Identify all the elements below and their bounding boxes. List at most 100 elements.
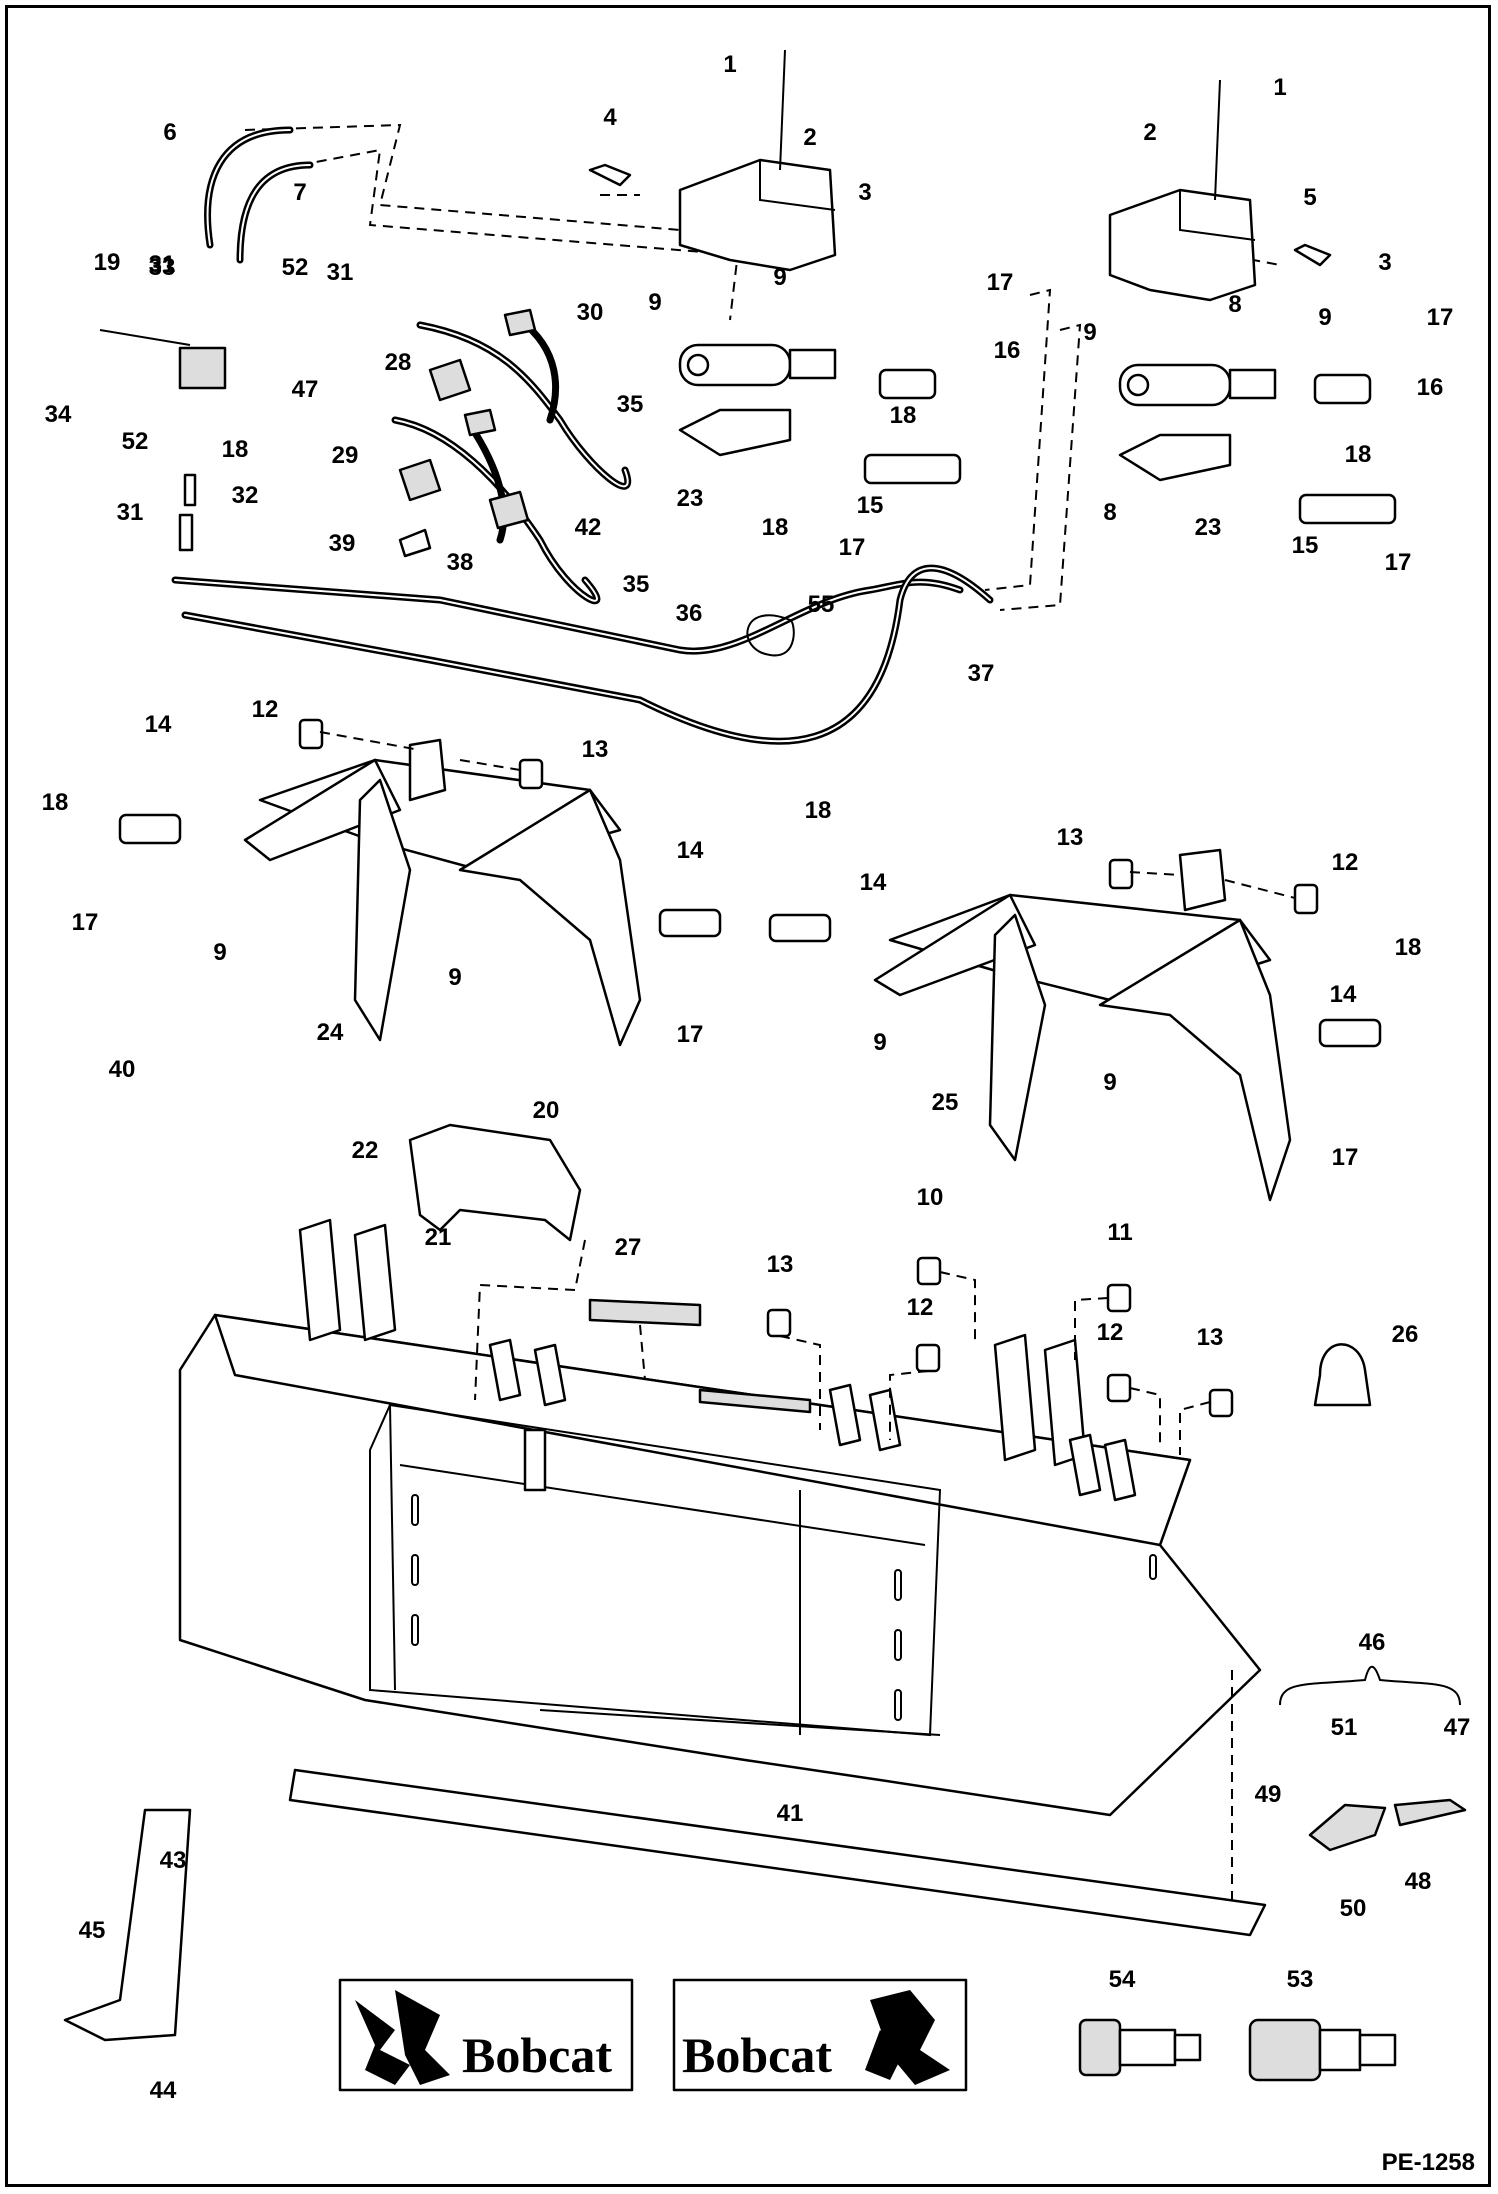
callout-18: 18 <box>222 436 249 463</box>
callout-44: 44 <box>150 2077 177 2104</box>
callout-1: 1 <box>723 51 736 78</box>
callout-4: 4 <box>603 104 617 131</box>
callout-8: 8 <box>1228 291 1241 318</box>
callout-35: 35 <box>617 391 644 418</box>
figure-code: PE-1258 <box>1382 2149 1475 2176</box>
callout-53: 53 <box>1287 1966 1314 1993</box>
callout-52: 52 <box>282 254 309 281</box>
callout-7: 7 <box>293 179 306 206</box>
callout-48: 48 <box>1405 1868 1432 1895</box>
callout-38: 38 <box>447 549 474 576</box>
callout-13: 13 <box>767 1251 794 1278</box>
callout-2: 2 <box>1143 119 1156 146</box>
bucket <box>178 1218 1262 1817</box>
coupler-53 <box>1248 2018 1397 2082</box>
callout-18: 18 <box>1345 441 1372 468</box>
callout-13: 13 <box>582 736 609 763</box>
callout-17: 17 <box>72 909 99 936</box>
callout-36: 36 <box>676 600 703 627</box>
callout-23: 23 <box>1195 514 1222 541</box>
bolt-on-edge <box>63 1808 192 2042</box>
coupler-54 <box>1078 2018 1202 2077</box>
callout-41: 41 <box>777 1800 804 1827</box>
callout-21: 21 <box>425 1224 452 1251</box>
decal-4-brand: Bobcat <box>462 2027 612 2083</box>
callout-3: 3 <box>858 179 871 206</box>
callout-9: 9 <box>873 1029 886 1056</box>
callout-55: 55 <box>808 591 835 618</box>
callout-37: 37 <box>968 660 995 687</box>
callout-9: 9 <box>448 964 461 991</box>
bobcat-logo-icon <box>355 1990 450 2085</box>
callout-22: 22 <box>352 1137 379 1164</box>
callout-9: 9 <box>1318 304 1331 331</box>
callout-20: 20 <box>533 1097 560 1124</box>
callout-50: 50 <box>1340 1895 1367 1922</box>
callout-9: 9 <box>1083 319 1096 346</box>
grapple-arm-right <box>873 848 1292 1202</box>
callout-29: 29 <box>332 442 359 469</box>
cylinder-right <box>1118 363 1277 407</box>
callout-5: 5 <box>1303 184 1316 211</box>
callout-27: 27 <box>615 1234 642 1261</box>
callout-54: 54 <box>1109 1966 1136 1993</box>
grapple-arm-left <box>243 738 642 1047</box>
callout-12: 12 <box>1097 1319 1124 1346</box>
callout-1: 1 <box>1273 74 1286 101</box>
callout-19: 19 <box>94 249 121 276</box>
cutting-edge <box>288 1768 1267 1937</box>
callout-45: 45 <box>79 1917 106 1944</box>
callout-9: 9 <box>213 939 226 966</box>
callout-23: 23 <box>677 485 704 512</box>
callout-52: 52 <box>122 428 149 455</box>
callout-14: 14 <box>145 711 172 738</box>
callout-31: 31 <box>117 499 144 526</box>
callout-28: 28 <box>385 349 412 376</box>
callout-9: 9 <box>773 264 786 291</box>
callout-14: 14 <box>1330 981 1357 1008</box>
callout-13: 13 <box>1057 824 1084 851</box>
hook <box>1313 1343 1372 1407</box>
callout-6: 6 <box>163 119 176 146</box>
callout-46: 46 <box>1359 1629 1386 1656</box>
callout-13: 13 <box>1197 1324 1224 1351</box>
callout-40: 40 <box>109 1056 136 1083</box>
callout-26: 26 <box>1392 1321 1419 1348</box>
callout-14: 14 <box>860 869 887 896</box>
callout-34: 34 <box>45 401 72 428</box>
bucket-cover <box>408 1123 582 1242</box>
callout-24: 24 <box>317 1019 344 1046</box>
callout-18: 18 <box>890 402 917 429</box>
callout-12: 12 <box>252 696 279 723</box>
callout-18: 18 <box>1395 934 1422 961</box>
callout-51: 51 <box>1331 1714 1358 1741</box>
decal-5: Bobcat <box>672 1978 968 2092</box>
cylinder-left <box>678 343 837 387</box>
callout-18: 18 <box>762 514 789 541</box>
callout-42: 42 <box>575 514 602 541</box>
callout-17: 17 <box>987 269 1014 296</box>
callout-8: 8 <box>1103 499 1116 526</box>
valve-block <box>178 346 227 390</box>
callout-3: 3 <box>1378 249 1391 276</box>
callout-2: 2 <box>803 124 816 151</box>
callout-15: 15 <box>1292 532 1319 559</box>
bobcat-logo-icon <box>865 1990 950 2085</box>
callout-9: 9 <box>1103 1069 1116 1096</box>
callout-31: 31 <box>327 259 354 286</box>
cylinder-mount-plate-right <box>1108 188 1257 302</box>
callout-25: 25 <box>932 1089 959 1116</box>
decal-4: Bobcat <box>338 1978 634 2092</box>
callout-35: 35 <box>623 571 650 598</box>
callout-39: 39 <box>329 530 356 557</box>
cylinder-mount-plate-left <box>678 158 837 272</box>
callout-33: 33 <box>149 254 176 281</box>
callout-17: 17 <box>1427 304 1454 331</box>
callout-43: 43 <box>160 1847 187 1874</box>
callout-31: 31 <box>149 251 176 278</box>
callout-47: 47 <box>1444 1714 1471 1741</box>
decal-5-brand: Bobcat <box>682 2027 832 2083</box>
callout-16: 16 <box>1417 374 1444 401</box>
callout-18: 18 <box>805 797 832 824</box>
